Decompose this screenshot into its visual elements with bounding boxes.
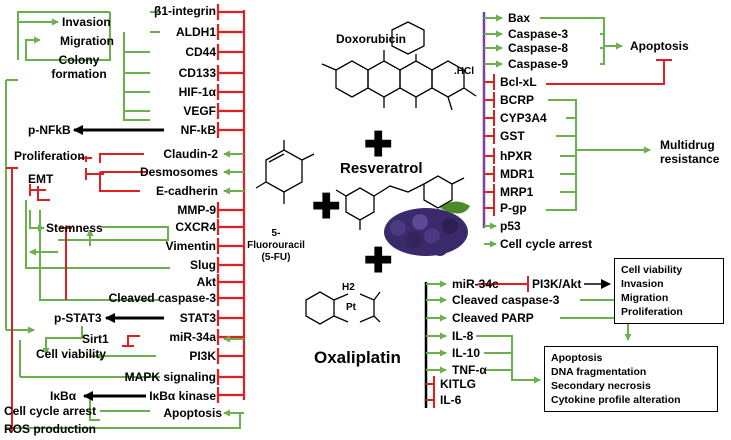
oxa-mir-34c: miR-34c: [452, 277, 499, 291]
target-hif1a: HIF-1α: [178, 85, 216, 99]
oxa-pi3k-akt: PI3K/Akt: [532, 277, 582, 291]
dox-bax: Bax: [508, 11, 531, 25]
target-cxcr4: CXCR4: [175, 220, 216, 234]
dox-bcl-xl: Bcl-xL: [500, 75, 537, 89]
doxorubicin-structure: [321, 21, 477, 111]
dox-apoptosis: Apoptosis: [630, 39, 689, 53]
target-ikba-kinase: IκBα kinase: [149, 389, 216, 403]
oxa-box2-item: Cytokine profile alteration: [551, 394, 681, 406]
dox-cyp3a4: CYP3A4: [500, 111, 547, 125]
outcome-migration: Migration: [60, 34, 114, 48]
dox-caspase-8: Caspase-8: [508, 41, 569, 55]
dox-mdr1: MDR1: [500, 167, 535, 181]
target-slug: Slug: [190, 258, 216, 272]
left-green-network: [5, 11, 241, 429]
outcome-p-stat3: p-STAT3: [54, 311, 102, 325]
oxa-box1-item: Migration: [621, 292, 669, 304]
target-cleaved-caspase-3: Cleaved caspase-3: [108, 291, 216, 305]
target-stat3: STAT3: [179, 311, 216, 325]
dox-green: [484, 14, 651, 248]
plus-icon-2: ✚: [312, 188, 341, 226]
outcome-proliferation: Proliferation: [14, 149, 85, 163]
oxa-tnf-a: TNF-α: [452, 363, 487, 377]
target-pi3k: PI3K: [189, 349, 216, 363]
oxa-box1-item: Cell viability: [621, 264, 683, 276]
dox-cell-cycle-arrest: Cell cycle arrest: [500, 237, 593, 251]
target-e-cadherin: E-cadherin: [155, 184, 218, 198]
dox-hcl: .HCl: [454, 66, 474, 77]
oxa-box2-item: Apoptosis: [551, 352, 603, 364]
left-red-network: [6, 153, 148, 432]
left-inhibit-bars: [216, 4, 244, 403]
oxa-outcome-box-2: Apoptosis DNA fragmentation Secondary ne…: [544, 346, 718, 412]
drug-doxorubicin: Doxorubicin: [336, 32, 407, 46]
oxaliplatin-structure: [305, 291, 381, 325]
target-b1-integrin: β1-integrin: [154, 4, 216, 18]
black-arrows: [73, 125, 164, 401]
dox-p-gp: P-gp: [500, 201, 527, 215]
oxa-red: [426, 276, 529, 408]
drug-resveratrol: Resveratrol: [340, 160, 423, 177]
dox-gst: GST: [500, 129, 525, 143]
left-activate-arrows: [223, 150, 244, 417]
oxa-il-8: IL-8: [452, 329, 474, 343]
grapes-image: [384, 201, 470, 256]
dox-caspase-9: Caspase-9: [508, 57, 569, 71]
oxa-green: [426, 280, 632, 384]
target-vegf: VEGF: [183, 104, 216, 118]
target-desmosomes: Desmosomes: [139, 165, 218, 179]
outcome-ros-production: ROS production: [4, 422, 96, 436]
dox-red: [484, 59, 672, 216]
fluorouracil-structure: [255, 140, 315, 204]
target-mir-34a: miR-34a: [169, 330, 216, 344]
oxa-box1-item: Invasion: [621, 278, 664, 290]
drug-5fu: 5-Fluorouracil (5-FU): [247, 228, 305, 263]
target-akt: Akt: [196, 275, 216, 289]
oxa-outcome-box-1: Cell viability Invasion Migration Prolif…: [614, 258, 724, 324]
oxa-box1-item: Proliferation: [621, 306, 683, 318]
drug-oxaliplatin: Oxaliplatin: [314, 348, 401, 367]
outcome-ikba: IκBα: [50, 389, 77, 403]
target-claudin-2: Claudin-2: [163, 147, 218, 161]
oxa-box2-item: DNA fragmentation: [551, 366, 647, 378]
dox-p53: p53: [500, 219, 521, 233]
dox-bcrp: BCRP: [500, 93, 535, 107]
dox-mrp1: MRP1: [500, 185, 534, 199]
target-vimentin: Vimentin: [165, 239, 216, 253]
outcome-p-nfkb: p-NFkB: [28, 123, 71, 137]
target-mmp9: MMP-9: [177, 203, 216, 217]
oxa-cleaved-caspase-3: Cleaved caspase-3: [452, 293, 560, 307]
oxaliplatin-pt: Pt: [346, 302, 356, 313]
oxa-kitlg: KITLG: [440, 377, 476, 391]
outcome-sirt1: Sirt1: [82, 332, 109, 346]
oxa-il-6: IL-6: [440, 393, 462, 407]
dox-multidrug-resistance: Multidrug resistance: [660, 138, 720, 166]
target-cd133: CD133: [178, 66, 216, 80]
oxa-il-10: IL-10: [452, 346, 481, 360]
dox-hpxr: hPXR: [500, 149, 533, 163]
outcome-invasion: Invasion: [62, 15, 111, 29]
dox-caspase-3: Caspase-3: [508, 27, 569, 41]
target-mapk-signaling: MAPK signaling: [124, 370, 216, 384]
oxa-box2-item: Secondary necrosis: [551, 380, 651, 392]
target-cd44: CD44: [185, 45, 216, 59]
oxaliplatin-h2: H2: [342, 282, 355, 293]
oxa-cleaved-parp: Cleaved PARP: [452, 311, 534, 325]
target-nfkb: NF-kB: [180, 123, 216, 137]
outcome-stemness: Stemness: [46, 221, 103, 235]
plus-icon-1: ✚: [364, 126, 393, 164]
target-aldh1: ALDH1: [175, 25, 216, 39]
outcome-colony-formation: Colony formation: [51, 53, 107, 81]
target-apoptosis: Apoptosis: [163, 406, 222, 420]
outcome-emt: EMT: [28, 172, 54, 186]
outcome-cell-cycle-arrest: Cell cycle arrest: [4, 404, 97, 418]
resveratrol-structure: [335, 175, 465, 230]
outcome-cell-viability: Cell viability: [36, 347, 107, 361]
plus-icon-3: ✚: [364, 242, 393, 280]
